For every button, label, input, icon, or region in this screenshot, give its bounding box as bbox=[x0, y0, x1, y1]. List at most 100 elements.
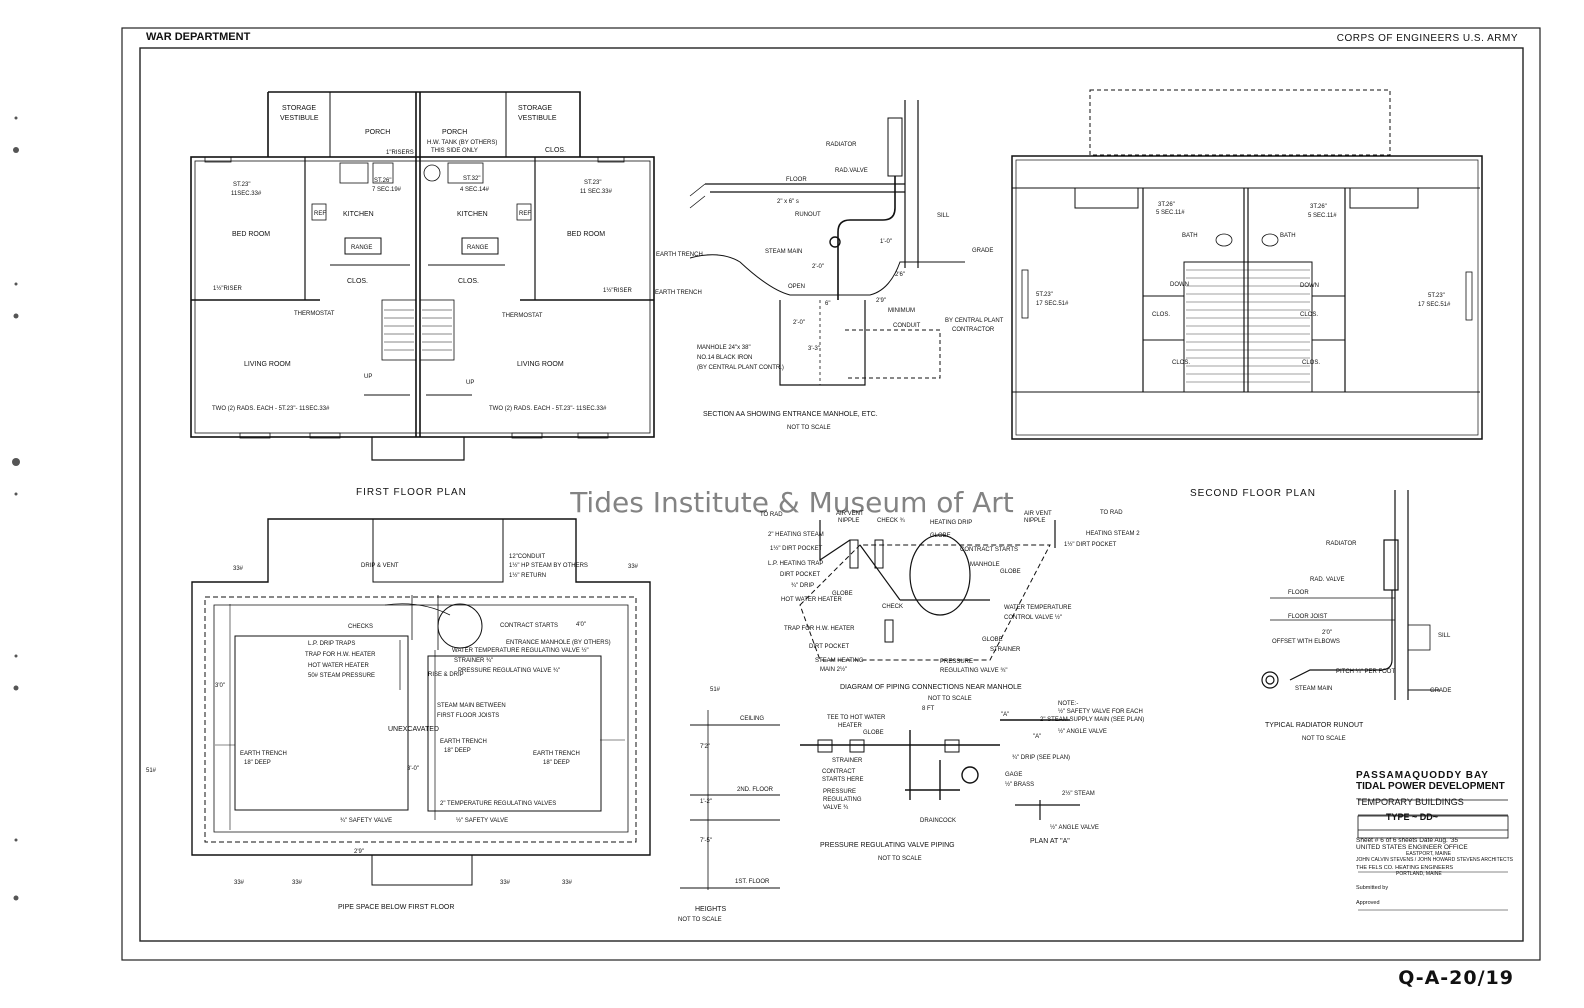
ff-living-right: LIVING ROOM bbox=[517, 361, 564, 368]
pd-steam-heating: STEAM HEATING bbox=[815, 658, 864, 664]
ff-rads-right: TWO (2) RADS. EACH - 5T.23"- 11SEC.33# bbox=[489, 406, 607, 412]
ff-ref-right: REF bbox=[519, 211, 531, 217]
tb-sheet: Sheet # 6 of 6 sheets Date Aug. '35 bbox=[1356, 837, 1459, 844]
ff-sec33-left: 11SEC.33# bbox=[231, 191, 262, 197]
pd-trap-hw: TRAP FOR H.W. HEATER bbox=[784, 626, 855, 632]
pd-nipple-right: NIPPLE bbox=[1024, 518, 1045, 524]
section-aa-title: SECTION AA SHOWING ENTRANCE MANHOLE, ETC… bbox=[703, 411, 878, 418]
ff-st23-right: ST.23" bbox=[584, 180, 601, 186]
ps-steam-main: STEAM MAIN BETWEEN bbox=[437, 703, 506, 709]
ps-c33-3: 33# bbox=[234, 880, 245, 886]
pd-check: CHECK ¾ bbox=[877, 518, 906, 524]
ro-sill: SILL bbox=[1438, 633, 1451, 639]
pv-angle-valve: ½" ANGLE VALVE bbox=[1058, 728, 1107, 735]
pv-safety: ½" SAFETY VALVE FOR EACH bbox=[1058, 708, 1143, 715]
ff-living-left: LIVING ROOM bbox=[244, 361, 291, 368]
ps-ff-joists: FIRST FLOOR JOISTS bbox=[437, 713, 499, 719]
heights-drawing bbox=[680, 710, 780, 890]
pv-dim-8ft: 8 FT bbox=[922, 706, 935, 712]
ro-offset: OFFSET WITH ELBOWS bbox=[1272, 639, 1340, 645]
heights-title: HEIGHTS bbox=[695, 906, 726, 913]
pv-regulating: REGULATING bbox=[823, 797, 862, 803]
ps-dim-29: 2'9" bbox=[354, 849, 364, 855]
tb-location: EASTPORT, MAINE bbox=[1406, 851, 1451, 857]
ps-contract-starts: CONTRACT STARTS bbox=[500, 623, 558, 629]
h-first-floor: 1ST. FLOOR bbox=[735, 879, 770, 885]
tb-architects: JOHN CALVIN STEVENS / JOHN HOWARD STEVEN… bbox=[1356, 857, 1513, 863]
ps-c51-right: 51# bbox=[710, 687, 721, 693]
piping-diagram-labels: TO RAD TO RAD AIR VENT NIPPLE CHECK ¾ HE… bbox=[760, 510, 1140, 702]
second-floor-plan bbox=[1011, 89, 1483, 440]
ps-lp-drip: L.P. DRIP TRAPS bbox=[308, 641, 355, 647]
pd-drip: ¾" DRIP bbox=[791, 583, 814, 589]
pv-contract: CONTRACT bbox=[822, 769, 856, 775]
ff-clos-left: CLOS. bbox=[347, 278, 368, 285]
section-aa-drawing bbox=[689, 100, 965, 386]
ps-hp-steam: 1½" HP STEAM BY OTHERS bbox=[509, 562, 588, 569]
sf-clos-2: CLOS. bbox=[1300, 312, 1318, 318]
saa-manhole-1: MANHOLE 24"x 38" bbox=[697, 345, 751, 351]
section-aa-labels: RADIATOR RAD.VALVE FLOOR 2" x 6" s RUNOU… bbox=[655, 142, 1004, 431]
ff-sec19: 7 SEC.19# bbox=[372, 187, 402, 193]
ro-floor: FLOOR bbox=[1288, 590, 1309, 596]
pd-reg-valve: REGULATING VALVE ¾" bbox=[940, 668, 1007, 674]
ps-deep-l: 18" DEEP bbox=[244, 760, 271, 766]
tb-submitted: Submitted by bbox=[1356, 885, 1389, 891]
pd-globe2: GLOBE bbox=[1000, 569, 1021, 575]
sf-bath-left: BATH bbox=[1182, 233, 1198, 239]
h-second-floor: 2ND. FLOOR bbox=[737, 787, 774, 793]
ff-this-side: THIS SIDE ONLY bbox=[431, 148, 478, 154]
pd-check2: CHECK bbox=[882, 604, 903, 610]
pv-note: NOTE:- bbox=[1058, 701, 1078, 707]
ps-conduit: 12"CONDUIT bbox=[509, 554, 545, 560]
ff-hw-tank: H.W. TANK (BY OTHERS) bbox=[427, 140, 497, 146]
runout-title: TYPICAL RADIATOR RUNOUT bbox=[1265, 722, 1364, 729]
ff-bedroom-right: BED ROOM bbox=[567, 231, 605, 238]
ps-entrance-manhole: ENTRANCE MANHOLE (BY OTHERS) bbox=[506, 640, 611, 646]
ps-safety-right: ½" SAFETY VALVE bbox=[456, 817, 508, 824]
ff-clos-top: CLOS. bbox=[545, 147, 566, 154]
ff-sec14: 4 SEC.14# bbox=[460, 187, 490, 193]
saa-open: OPEN bbox=[788, 284, 805, 290]
pd-pressure: PRESSURE bbox=[940, 659, 973, 665]
h-dim-72: 7'2" bbox=[700, 744, 710, 750]
pressure-valve-labels: TEE TO HOT WATER HEATER GLOBE 8 FT NOTE:… bbox=[820, 701, 1144, 862]
ps-dim-30b: 3'-0" bbox=[407, 766, 419, 772]
ro-grade: GRADE bbox=[1430, 688, 1451, 694]
pipe-space-labels: DRIP & VENT 12"CONDUIT 1½" HP STEAM BY O… bbox=[146, 554, 721, 911]
ff-riser-right: 1½"RISER bbox=[603, 287, 632, 294]
pv-a2: "A" bbox=[1033, 734, 1041, 740]
saa-dim-10: 1'-0" bbox=[880, 239, 892, 245]
pd-water-temp: WATER TEMPERATURE bbox=[1004, 605, 1071, 611]
tb-approved: Approved bbox=[1356, 900, 1380, 906]
sf-clos-1: CLOS. bbox=[1152, 312, 1170, 318]
sf-sec11-left: 5 SEC.11# bbox=[1156, 210, 1185, 216]
saa-dim-33: 3'-3" bbox=[808, 346, 820, 352]
piping-diagram-note: NOT TO SCALE bbox=[928, 696, 972, 702]
ff-bedroom-left: BED ROOM bbox=[232, 231, 270, 238]
saa-dim-26: 2'6" bbox=[895, 272, 905, 278]
ro-rad-valve: RAD. VALVE bbox=[1310, 577, 1344, 583]
ps-dim-40: 4'0" bbox=[576, 622, 586, 628]
pv-draincock: DRAINCOCK bbox=[920, 818, 956, 824]
piping-diagram-title: DIAGRAM OF PIPING CONNECTIONS NEAR MANHO… bbox=[840, 684, 1022, 691]
ff-kitchen-left: KITCHEN bbox=[343, 211, 374, 218]
ff-kitchen-right: KITCHEN bbox=[457, 211, 488, 218]
ps-steam-pressure: 50# STEAM PRESSURE bbox=[308, 673, 375, 679]
saa-earth-trench-2: EARTH TRENCH bbox=[655, 290, 702, 296]
ff-st23-left: ST.23" bbox=[233, 182, 250, 188]
h-dim-75: 7'-5" bbox=[700, 838, 712, 844]
ff-ref-left: REF bbox=[314, 211, 326, 217]
ff-riser-left: 1½"RISER bbox=[213, 285, 242, 292]
saa-steam-main: STEAM MAIN bbox=[765, 249, 802, 255]
pd-lp-trap: L.P. HEATING TRAP bbox=[768, 561, 823, 567]
sf-clos-4: CLOS. bbox=[1302, 360, 1320, 366]
ps-unexcavated: UNEXCAVATED bbox=[388, 726, 439, 733]
sf-st26-left: 3T.26" bbox=[1158, 202, 1175, 208]
ps-temp-valves: 2" TEMPERATURE REGULATING VALVES bbox=[440, 801, 556, 807]
saa-floor: FLOOR bbox=[786, 177, 807, 183]
ro-steam-main: STEAM MAIN bbox=[1295, 686, 1332, 692]
pd-dirt-pocket2: DIRT POCKET bbox=[809, 644, 849, 650]
pv-plan-at-a: PLAN AT "A" bbox=[1030, 838, 1070, 845]
pv-pressure: PRESSURE bbox=[823, 789, 856, 795]
